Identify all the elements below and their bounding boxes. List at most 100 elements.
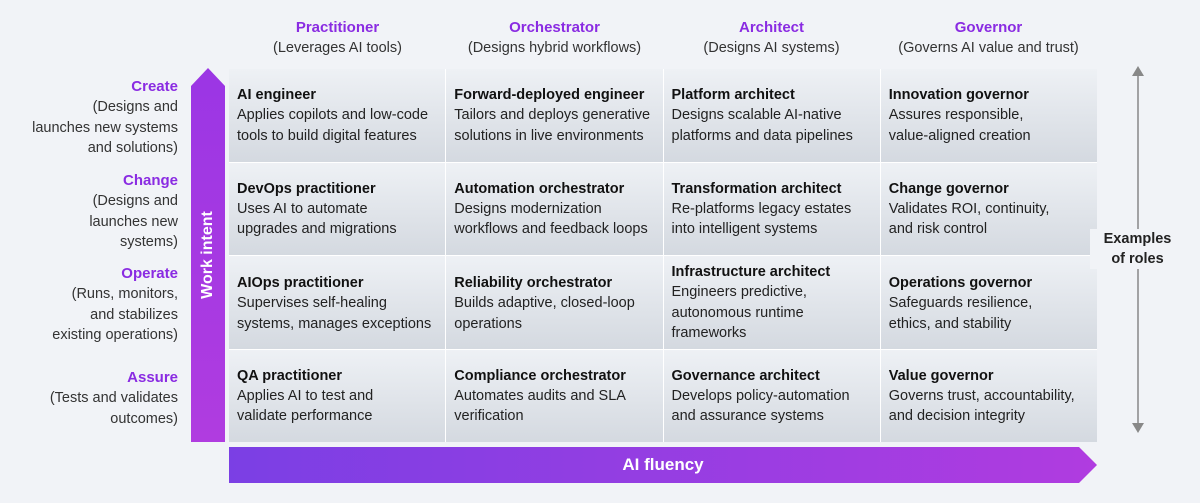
role-cell-aiops-practitioner: AIOps practitioner Supervises self-heali… xyxy=(229,256,446,349)
role-desc-line: Validates ROI, continuity, xyxy=(888,200,1050,217)
role-cell-operations-governor: Operations governor Safeguards resilienc… xyxy=(880,256,1097,349)
column-subtitle: (Governs AI value and trust) xyxy=(898,40,1079,56)
column-title: Orchestrator xyxy=(509,19,600,36)
row-title: Create xyxy=(131,78,178,95)
role-desc-line: Develops policy-automation xyxy=(671,387,850,404)
role-desc-line: validate performance xyxy=(237,408,373,424)
role-title: Innovation governor xyxy=(888,87,1029,103)
role-cell-infrastructure-architect: Infrastructure architect Engineers predi… xyxy=(663,256,880,349)
ai-fluency-arrow xyxy=(229,447,1097,483)
role-desc-line: verification xyxy=(454,408,524,424)
row-desc-line: (Designs and xyxy=(92,193,178,209)
role-title: Value governor xyxy=(888,367,994,384)
work-intent-label: Work intent xyxy=(190,68,226,442)
role-desc-line: Assures responsible, xyxy=(888,107,1024,123)
row-label-operate: Operate (Runs, monitors, and stabilizes … xyxy=(3,263,178,346)
work-intent-text: Work intent xyxy=(199,211,217,299)
role-desc-line: solutions in live environments xyxy=(454,127,644,144)
row-desc-line: outcomes) xyxy=(110,410,178,427)
role-desc-line: and risk control xyxy=(888,221,988,237)
column-title: Practitioner xyxy=(295,19,380,36)
role-desc-line: into intelligent systems xyxy=(671,221,818,237)
role-title: DevOps practitioner xyxy=(237,180,376,197)
role-cell-qa-practitioner: QA practitioner Applies AI to test and v… xyxy=(229,349,446,442)
row-desc-line: (Designs and xyxy=(92,99,178,115)
ai-fluency-label: AI fluency xyxy=(622,455,704,474)
row-desc-line: (Tests and validates xyxy=(49,390,178,406)
role-title: QA practitioner xyxy=(237,367,343,384)
role-desc-line: Tailors and deploys generative xyxy=(454,107,651,123)
role-title: Change governor xyxy=(888,180,1009,197)
role-cell-change-governor: Change governor Validates ROI, continuit… xyxy=(880,162,1097,255)
role-cell-automation-orchestrator: Automation orchestrator Designs moderniz… xyxy=(446,162,663,255)
role-desc-line: Designs scalable AI-native xyxy=(671,107,842,123)
role-cell-forward-deployed-engineer: Forward-deployed engineer Tailors and de… xyxy=(446,69,663,162)
role-title: AIOps practitioner xyxy=(237,275,364,291)
column-title: Architect xyxy=(738,19,805,36)
role-desc-line: and decision integrity xyxy=(888,408,1025,424)
role-desc-line: Safeguards resilience, xyxy=(888,295,1033,311)
work-intent-arrow xyxy=(191,68,225,442)
role-title: Automation orchestrator xyxy=(454,180,625,197)
role-title: Governance architect xyxy=(671,367,820,384)
column-title: Governor xyxy=(954,19,1023,36)
role-cell-ai-engineer: AI engineer Applies copilots and low-cod… xyxy=(229,69,446,162)
column-header-architect: Architect (Designs AI systems) xyxy=(663,18,880,62)
row-desc-line: launches new systems xyxy=(32,119,178,136)
row-title: Change xyxy=(122,172,178,189)
role-title: Operations governor xyxy=(888,275,1033,291)
row-desc-line: (Runs, monitors, xyxy=(71,286,178,302)
row-label-assure: Assure (Tests and validates outcomes) xyxy=(3,367,178,429)
role-cell-platform-architect: Platform architect Designs scalable AI-n… xyxy=(663,69,880,162)
row-title: Operate xyxy=(121,265,178,282)
row-label-change: Change (Designs and launches new systems… xyxy=(3,170,178,253)
row-desc-line: and stabilizes xyxy=(90,306,178,323)
role-title: Compliance orchestrator xyxy=(454,367,626,384)
role-desc-line: Applies AI to test and xyxy=(237,387,374,404)
role-desc-line: systems, manages exceptions xyxy=(237,315,432,332)
role-desc-line: Supervises self-healing xyxy=(237,295,387,311)
row-desc-line: systems) xyxy=(120,234,178,250)
role-cell-reliability-orchestrator: Reliability orchestrator Builds adaptive… xyxy=(446,256,663,349)
row-desc-line: and solutions) xyxy=(87,140,178,156)
role-desc-line: Builds adaptive, closed-loop xyxy=(454,295,635,311)
column-header-orchestrator: Orchestrator (Designs hybrid workflows) xyxy=(446,18,663,62)
role-cell-devops-practitioner: DevOps practitioner Uses AI to automate … xyxy=(229,162,446,255)
role-desc-line: value-aligned creation xyxy=(888,127,1031,144)
role-title: Reliability orchestrator xyxy=(454,275,613,291)
role-desc-line: Applies copilots and low-code xyxy=(237,107,429,123)
role-cell-compliance-orchestrator: Compliance orchestrator Automates audits… xyxy=(446,349,663,442)
row-desc-line: launches new xyxy=(89,213,178,230)
role-title: Forward-deployed engineer xyxy=(454,87,645,103)
role-desc-line: Governs trust, accountability, xyxy=(888,387,1075,404)
role-desc-line: Designs modernization xyxy=(454,200,602,217)
role-title: Transformation architect xyxy=(671,180,842,197)
role-desc-line: workflows and feedback loops xyxy=(454,221,648,237)
role-desc-line: and assurance systems xyxy=(671,408,824,424)
role-desc-line: Uses AI to automate xyxy=(237,200,368,217)
roles-grid: AI engineer Applies copilots and low-cod… xyxy=(229,69,1097,442)
column-subtitle: (Designs AI systems) xyxy=(703,40,840,56)
role-title: Platform architect xyxy=(671,87,795,103)
role-cell-value-governor: Value governor Governs trust, accountabi… xyxy=(880,349,1097,442)
column-header-practitioner: Practitioner (Leverages AI tools) xyxy=(229,18,446,62)
role-desc-line: Engineers predictive, xyxy=(671,284,807,300)
row-label-create: Create (Designs and launches new systems… xyxy=(3,76,178,159)
role-cell-transformation-architect: Transformation architect Re-platforms le… xyxy=(663,162,880,255)
role-desc-line: frameworks xyxy=(671,325,747,341)
role-desc-line: autonomous runtime xyxy=(671,304,804,321)
role-desc-line: operations xyxy=(454,315,522,332)
role-desc-line: ethics, and stability xyxy=(888,315,1012,332)
role-desc-line: Re-platforms legacy estates xyxy=(671,200,852,217)
examples-label-line: of roles xyxy=(1111,251,1164,267)
column-header-governor: Governor (Governs AI value and trust) xyxy=(880,18,1097,62)
role-desc-line: platforms and data pipelines xyxy=(671,127,853,144)
role-desc-line: Automates audits and SLA xyxy=(454,387,626,404)
role-cell-governance-architect: Governance architect Develops policy-aut… xyxy=(663,349,880,442)
column-headers: Practitioner (Leverages AI tools) Orches… xyxy=(229,18,1097,62)
role-title: AI engineer xyxy=(237,87,316,103)
role-title: Infrastructure architect xyxy=(671,264,831,280)
role-desc-line: upgrades and migrations xyxy=(237,221,397,237)
role-desc-line: tools to build digital features xyxy=(237,127,417,144)
row-desc-line: existing operations) xyxy=(52,327,178,343)
